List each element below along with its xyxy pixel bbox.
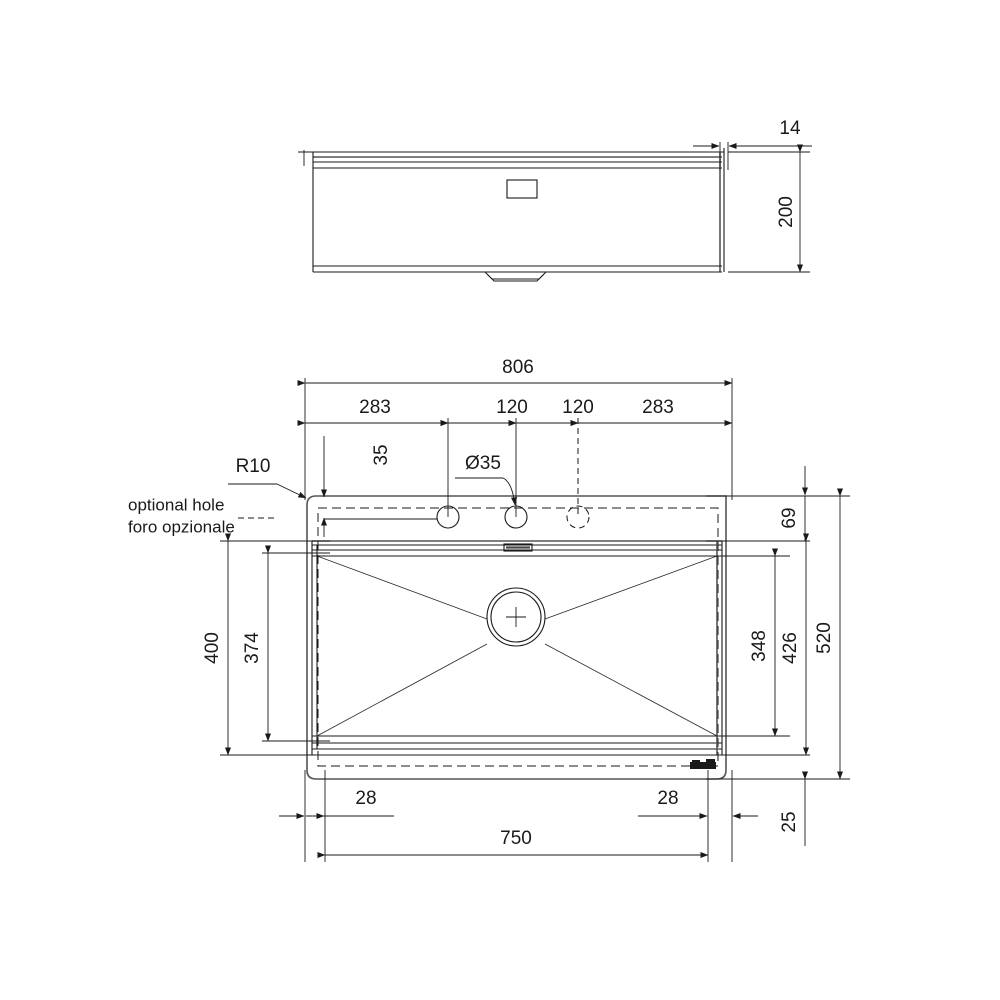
dim-348-label: 348: [749, 630, 770, 662]
dim-d35-label: Ø35: [465, 453, 501, 474]
plan-cutout-dashed-outline: [317, 507, 719, 767]
drain-inner-circle: [490, 591, 542, 643]
right-dimension-chain: 69 348 426 520 25: [706, 466, 850, 846]
plan-diagonal-top-left: [316, 555, 488, 620]
dim-69-label: 69: [779, 507, 800, 528]
dim-d35-leader-curve: [502, 477, 518, 506]
dim-426-label: 426: [780, 632, 801, 664]
dim-120-b-label: 120: [562, 397, 594, 418]
dim-750-label: 750: [500, 828, 532, 849]
dim-520-label: 520: [814, 622, 835, 654]
dim-806-label: 806: [502, 357, 534, 378]
elevation-overflow-rect: [506, 179, 538, 199]
plan-diagonal-top-right: [544, 555, 718, 620]
plan-outer-body-outline: [306, 495, 727, 780]
dim-283-right-label: 283: [642, 397, 674, 418]
r10-leader-arrow: [276, 483, 307, 499]
elevation-drain-bulge-inner: [486, 273, 545, 282]
bottom-dimension-chain: 28 28 750: [279, 770, 758, 862]
elevation-drain-bulge: [484, 271, 547, 280]
dim-400-label: 400: [202, 632, 223, 664]
dim-283-left-label: 283: [359, 397, 391, 418]
plan-diagonal-bottom-right: [544, 643, 718, 737]
top-dimension-chain: 806 283 120 120 283: [297, 357, 733, 500]
left-notes-group: R10 optional hole foro opzionale: [128, 456, 307, 536]
left-dimension-chain: 400 374: [202, 533, 330, 756]
plan-view-group: [306, 418, 727, 780]
tap-hole-optional-dashed: [566, 505, 590, 529]
hole-annotations: 35 Ø35: [320, 436, 518, 537]
optional-hole-label-en: optional hole: [128, 495, 224, 514]
dim-28-left-label: 28: [355, 788, 376, 809]
dim-374-label: 374: [242, 632, 263, 664]
dim-14-label: 14: [779, 118, 801, 139]
overflow-slot-rect: [503, 543, 533, 552]
dim-25-label: 25: [779, 811, 800, 832]
drain-outer-circle: [486, 587, 546, 647]
brand-logo-mark: [690, 759, 716, 769]
dim-35-label: 35: [371, 444, 392, 465]
dim-120-a-label: 120: [496, 397, 528, 418]
r10-label: R10: [236, 456, 271, 477]
dim-200-label: 200: [776, 196, 797, 228]
dim-28-right-label: 28: [657, 788, 678, 809]
plan-diagonal-bottom-left: [316, 643, 488, 737]
optional-hole-label-it: foro opzionale: [128, 517, 235, 536]
elevation-view-group: 14 200: [298, 118, 812, 282]
